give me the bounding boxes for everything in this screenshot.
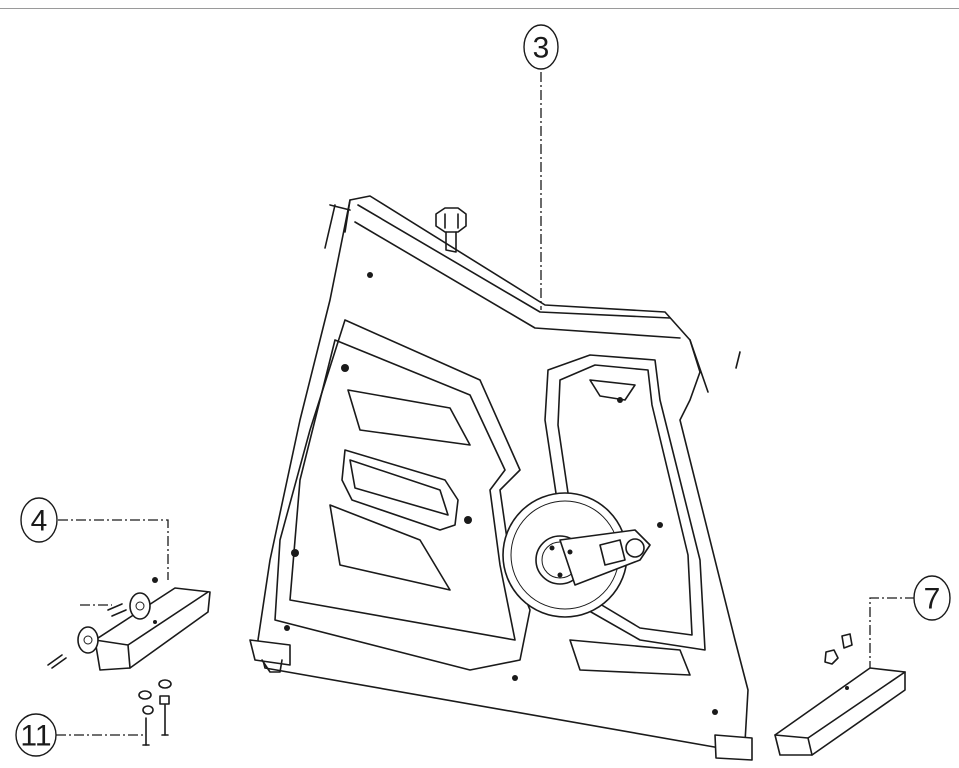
main-frame-part-3 bbox=[249, 195, 753, 761]
callout-7-label: 7 bbox=[924, 583, 941, 616]
adjustment-knob bbox=[435, 207, 467, 253]
callout-4-label: 4 bbox=[31, 505, 48, 538]
callout-3-label: 3 bbox=[533, 32, 550, 65]
callout-11: 11 bbox=[15, 713, 57, 757]
callout-4: 4 bbox=[20, 497, 58, 543]
callout-7: 7 bbox=[913, 575, 951, 621]
hardware-part-11 bbox=[138, 679, 172, 746]
top-border bbox=[0, 0, 959, 9]
rear-stabilizer-part-7 bbox=[774, 633, 906, 756]
callout-11-label: 11 bbox=[20, 720, 51, 753]
front-stabilizer-part-4 bbox=[47, 577, 211, 671]
leader-line-7 bbox=[869, 597, 915, 668]
crank-hub bbox=[502, 492, 651, 618]
leader-line-4 bbox=[58, 519, 169, 580]
callout-3: 3 bbox=[523, 24, 559, 70]
